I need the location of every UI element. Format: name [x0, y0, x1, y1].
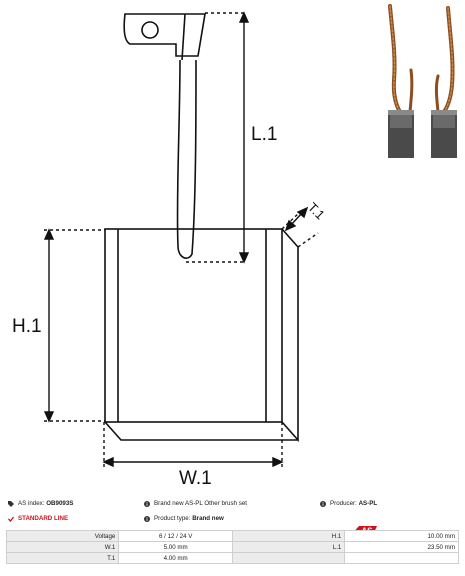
product-type: Product type: Brand new [144, 515, 224, 522]
brush-body [104, 228, 283, 423]
producer: Producer: AS-PL [320, 500, 377, 507]
standard-line-badge: STANDARD LINE [8, 515, 68, 522]
spec-value: 4.00 mm [118, 552, 233, 564]
terminal-crimp [181, 13, 186, 61]
spec-value: 10.00 mm [344, 530, 459, 542]
tag-icon [8, 500, 14, 507]
table-row: W.1 5.00 mm L.1 23.50 mm [5, 541, 459, 553]
info-icon [144, 515, 150, 522]
spec-value [344, 552, 459, 564]
brush-dimension-drawing: L.1 H.1 W.1 T.1 [12, 11, 328, 489]
spec-label: Voltage [5, 530, 120, 542]
carbon-brush-photo [388, 4, 457, 158]
product-description: Brand new AS-PL Other brush set [144, 500, 247, 507]
spec-label [231, 552, 346, 564]
spec-label: T.1 [5, 552, 120, 564]
spec-label: H.1 [231, 530, 346, 542]
brush-cable [176, 59, 197, 259]
spec-label: W.1 [5, 541, 120, 553]
table-row: T.1 4.00 mm [5, 552, 459, 564]
brush-bottom-face [104, 421, 298, 441]
info-row-1: AS index: OB9093S Brand new AS-PL Other … [6, 497, 459, 512]
w1-label: W.1 [179, 468, 212, 489]
info-row-2: STANDARD LINE Product type: Brand new AS… [6, 512, 459, 540]
info-icon [320, 500, 326, 507]
product-info: AS index: OB9093S Brand new AS-PL Other … [6, 497, 459, 540]
spec-value: 5.00 mm [118, 541, 233, 553]
terminal-lug [123, 13, 206, 57]
t1-label: T.1 [305, 200, 328, 223]
info-icon [144, 500, 150, 507]
as-index: AS index: OB9093S [8, 500, 73, 507]
t1-ext [297, 232, 319, 248]
check-icon [8, 516, 14, 522]
brush-side-face [281, 228, 299, 443]
h1-label: H.1 [12, 316, 42, 337]
spec-label: L.1 [231, 541, 346, 553]
specs-table: Voltage 6 / 12 / 24 V H.1 10.00 mm W.1 5… [5, 530, 459, 564]
terminal-hole [141, 21, 159, 39]
table-row: Voltage 6 / 12 / 24 V H.1 10.00 mm [5, 530, 459, 542]
spec-value: 23.50 mm [344, 541, 459, 553]
spec-value: 6 / 12 / 24 V [118, 530, 233, 542]
l1-label: L.1 [251, 124, 277, 145]
